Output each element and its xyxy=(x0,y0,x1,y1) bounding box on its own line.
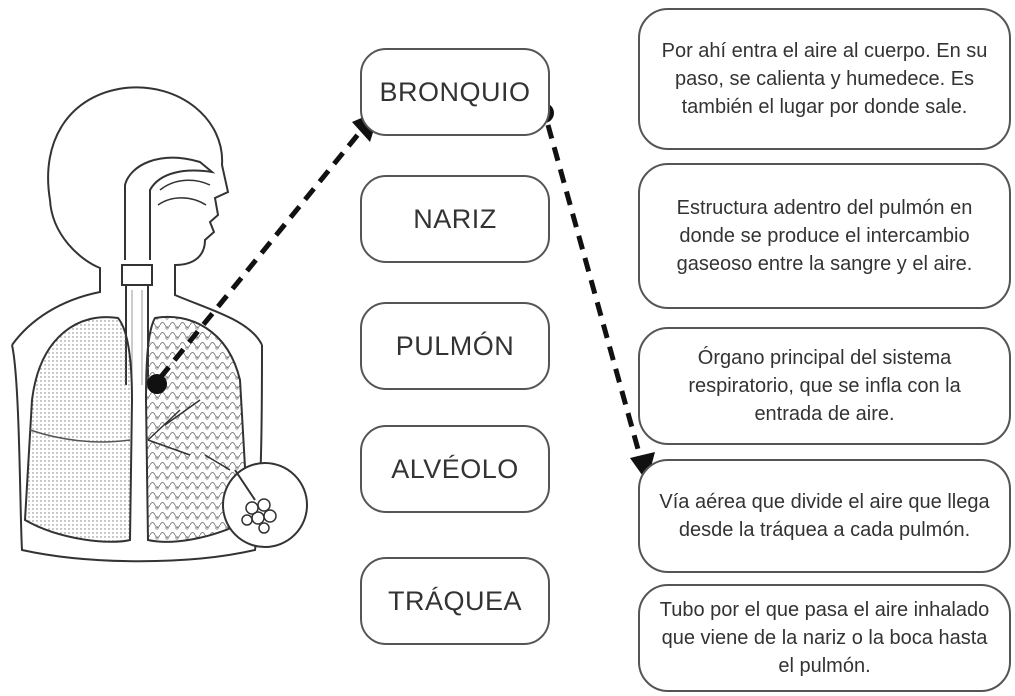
left-lung xyxy=(23,316,134,543)
term-label: ALVÉOLO xyxy=(391,453,519,484)
term-label: TRÁQUEA xyxy=(387,585,523,616)
term-label: BRONQUIO xyxy=(379,76,531,107)
term-box-nariz[interactable]: NARIZ xyxy=(360,175,550,263)
term-box-pulmon[interactable]: PULMÓN xyxy=(360,302,550,390)
term-box-alveolo[interactable]: ALVÉOLO xyxy=(360,425,550,513)
definition-box-2[interactable]: Estructura adentro del pulmón en donde s… xyxy=(638,163,1011,309)
arrow-illustration-to-bronquio xyxy=(158,110,380,380)
nasal-cavity xyxy=(124,156,216,260)
term-label: NARIZ xyxy=(413,203,497,234)
definition-box-5[interactable]: Tubo por el que pasa el aire inhalado qu… xyxy=(638,584,1011,692)
definition-box-3[interactable]: Órgano principal del sistema respiratori… xyxy=(638,327,1011,445)
term-label: PULMÓN xyxy=(395,330,515,361)
definition-box-1[interactable]: Por ahí entra el aire al cuerpo. En su p… xyxy=(638,8,1011,150)
definition-text: Estructura adentro del pulmón en donde s… xyxy=(676,197,973,275)
definition-text: Por ahí entra el aire al cuerpo. En su p… xyxy=(661,40,988,118)
definition-text: Tubo por el que pasa el aire inhalado qu… xyxy=(659,599,990,677)
term-box-traquea[interactable]: TRÁQUEA xyxy=(360,557,550,645)
definition-text: Órgano principal del sistema respiratori… xyxy=(688,347,961,425)
right-lung xyxy=(144,316,250,543)
term-box-bronquio[interactable]: BRONQUIO xyxy=(360,48,550,136)
definition-box-4[interactable]: Vía aérea que divide el aire que llega d… xyxy=(638,459,1011,573)
alveoli-zoom-circle xyxy=(222,462,308,548)
body-outline xyxy=(47,86,263,346)
arrow-bronquio-to-definition xyxy=(534,103,655,482)
definition-text: Vía aérea que divide el aire que llega d… xyxy=(659,491,990,541)
